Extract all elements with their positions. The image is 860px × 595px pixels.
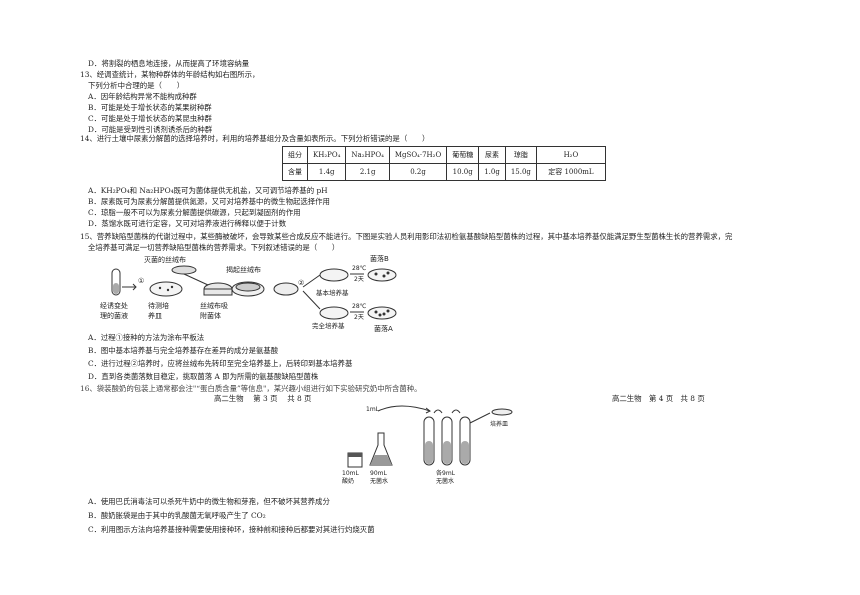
table-cell: 2.1g: [345, 163, 390, 181]
q13-stem-2: 下列分析中合理的是（ ）: [88, 81, 185, 90]
table-cell: KH₂PO₄: [306, 146, 347, 164]
caption-test-dish: 待测培: [148, 301, 169, 310]
q14-option-c: C．琼脂一般不可以为尿素分解菌提供碳源，只起到凝固剂的作用: [88, 208, 301, 217]
basic-medium-dish-icon: [319, 268, 349, 282]
table-cell: 0.2g: [388, 163, 448, 181]
table-row: 含量 1.4g 2.1g 0.2g 10.0g 1.0g 15.0g 定容 10…: [282, 163, 606, 181]
sterile-velvet-label: 灭菌的丝绒布: [144, 255, 186, 264]
petri-dish-icon: [491, 408, 513, 416]
q13-option-b: B．可能是处于增长状态的某果树种群: [88, 103, 212, 112]
caption-test-dish-2: 养皿: [148, 311, 162, 320]
temp-label: 28℃: [352, 265, 367, 272]
tubes-water-label: 无菌水: [436, 477, 454, 485]
q16-option-b: B．酸奶胀袋是由于其中的乳酸菌无氧呼吸产生了 CO₂: [88, 511, 266, 520]
table-cell: Na₂HPO₄: [345, 146, 390, 164]
basic-medium-dish-icon: [367, 268, 397, 282]
test-tube-icon: [441, 416, 453, 466]
table-cell: 1.4g: [306, 163, 347, 181]
temp-label: 28℃: [352, 303, 367, 310]
q13-stem: 13、经调查统计，某物种群体的年龄结构如右图所示，: [80, 70, 260, 79]
q15-option-b: B．图中基本培养基与完全培养基存在差异的成分是氨基酸: [88, 346, 279, 355]
q13-option-d: D．可能是受到性引诱剂诱杀后的种群: [88, 125, 213, 134]
table-cell: 组分: [282, 146, 308, 164]
velvet-block-icon: [203, 282, 233, 296]
flask-icon: [369, 432, 393, 466]
yogurt-volume-label: 10mL: [342, 470, 359, 477]
q13-option-c: C．可能是处于增长状态的某昆虫种群: [88, 114, 212, 123]
q14-option-d: D．蒸馏水既可进行定容，又可对培养液进行稀释以便于计数: [88, 219, 287, 228]
table-cell: 15.0g: [504, 163, 537, 181]
q15-stem: 15、营养缺陷型菌株的代谢过程中，某些酶被破坏，会导致某些合成反应不能进行。下图…: [80, 232, 733, 241]
tubes-volume-label: 各9mL: [436, 469, 456, 477]
complete-medium-label: 完全培养基: [312, 321, 345, 330]
q14-option-a: A．KH₂PO₄和 Na₂HPO₄既可为菌体提供无机盐，又可调节培养基的 pH: [88, 186, 328, 195]
caption-velvet-adsorb-2: 附菌体: [200, 311, 221, 320]
q13-option-a: A．因年龄结构异常不能构成种群: [88, 92, 197, 101]
step-2-label: ②: [298, 279, 304, 287]
step-1-label: ①: [138, 277, 144, 285]
q15-option-d: D．直到各类菌落数目稳定，挑取菌落 A 即为所需的氨基酸缺陷型菌株: [88, 372, 319, 381]
q15-stem-2: 全培养基可满足一切营养缺陷型菌株的营养需求。下列叙述错误的是（ ）: [88, 243, 340, 252]
test-tube-icon: [423, 416, 435, 466]
table-header-row: 组分 KH₂PO₄ Na₂HPO₄ MgSO₄·7H₂O 葡萄糖 尿素 琼脂 H…: [282, 146, 606, 164]
complete-medium-dish-icon: [367, 306, 397, 320]
page-footer-right: 高二生物 第 4 页 共 8 页: [608, 393, 709, 404]
table-cell: 定容 1000mL: [535, 163, 606, 181]
q16-option-a: A．使用巴氏消毒法可以杀死牛奶中的微生物和芽孢，但不破坏其营养成分: [88, 497, 330, 506]
test-tube-icon: [111, 268, 121, 296]
medium-composition-table: 组分 KH₂PO₄ Na₂HPO₄ MgSO₄·7H₂O 葡萄糖 尿素 琼脂 H…: [282, 146, 606, 181]
table-cell: 琼脂: [504, 146, 537, 164]
petri-dish-label: 培养皿: [490, 420, 508, 428]
colony-b-label: 菌落B: [370, 254, 389, 263]
table-cell: 1.0g: [478, 163, 506, 181]
q16-stem: 16、袋装酸奶的包装上通常都会注"“蛋白质含量”等信息"，某兴趣小组进行如下实验…: [80, 384, 422, 393]
days-label: 2天: [354, 276, 364, 283]
complete-medium-dish-icon: [319, 306, 349, 320]
q15-option-c: C．进行过程②培养时，应将丝绒布先转印至完全培养基上，后转印到基本培养基: [88, 359, 353, 368]
caption-mutated-culture-2: 理的菌液: [100, 311, 128, 320]
flask-water-label: 无菌水: [370, 477, 388, 485]
basic-medium-label: 基本培养基: [316, 288, 349, 297]
yogurt-cup-icon: [347, 452, 363, 468]
q14-stem: 14、进行土壤中尿素分解菌的选择培养时，利用的培养基组分及含量如表所示。下列分析…: [80, 134, 430, 143]
petri-dish-icon: [273, 282, 299, 296]
caption-velvet-adsorb: 丝绒布吸: [200, 301, 228, 310]
table-cell: 葡萄糖: [446, 146, 480, 164]
q14-option-b: B．尿素既可为尿素分解菌提供氮源，又可对培养基中的微生物起选择作用: [88, 197, 330, 206]
test-tube-icon: [459, 416, 471, 466]
velvet-cloth-icon: [171, 265, 197, 275]
colony-a-label: 菌落A: [374, 324, 393, 333]
petri-dish-icon: [149, 281, 183, 297]
dilution-figure: 1mL 10mL 酸奶 90mL 无菌水 各9mL 无菌水 培养皿: [342, 405, 513, 485]
volume-label: 1mL: [366, 406, 380, 413]
replica-plating-figure: ① 灭菌的丝绒布 揭起丝绒布 ② 基本培养基 28℃ 2天 菌落B 完全培养基 …: [100, 254, 397, 333]
table-cell: 尿素: [478, 146, 506, 164]
page-footer-left: 高二生物 第 3 页 共 8 页: [210, 393, 316, 404]
flask-volume-label: 90mL: [370, 470, 387, 477]
table-cell: H₂O: [535, 146, 606, 164]
yogurt-label: 酸奶: [342, 477, 354, 485]
table-cell: 含量: [282, 163, 308, 181]
days-label: 2天: [354, 314, 364, 321]
q12-option-d: D．将割裂的栖息地连接，从而提高了环境容纳量: [88, 59, 250, 68]
caption-mutated-culture: 经诱变处: [100, 301, 128, 310]
q16-option-c: C．利用图示方法向培养基接种需要使用接种环，接种前和接种后都要对其进行灼烧灭菌: [88, 525, 375, 534]
lift-velvet-label: 揭起丝绒布: [226, 265, 261, 274]
table-cell: 10.0g: [446, 163, 480, 181]
table-cell: MgSO₄·7H₂O: [388, 146, 448, 164]
q15-option-a: A．过程①接种的方法为涂布平板法: [88, 333, 205, 342]
